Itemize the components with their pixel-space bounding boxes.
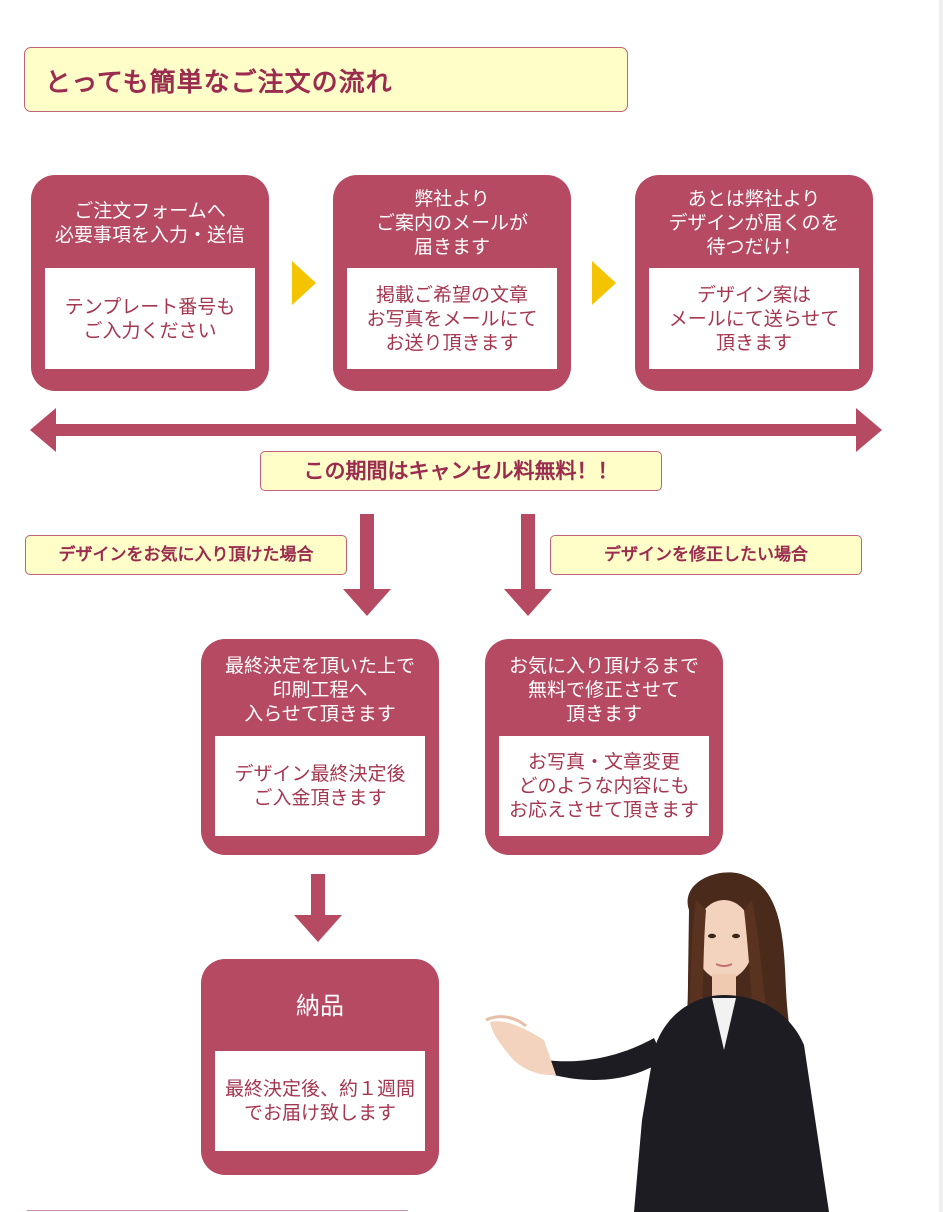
step-free-revision: お気に入り頂けるまで 無料で修正させて 頂きます お写真・文章変更 どのような内… (485, 639, 723, 855)
step-heading: 弊社より ご案内のメールが 届きます (333, 187, 571, 259)
step-heading-text: あとは弊社より デザインが届くのを 待つだけ！ (668, 188, 840, 258)
step-heading: ご注文フォームへ 必要事項を入力・送信 (31, 199, 269, 247)
period-span-arrow-icon (30, 408, 882, 452)
step-note: お写真・文章変更 どのような内容にも お応えさせて頂きます (499, 736, 709, 836)
step-note-text: 最終決定後、約１週間 でお届け致します (224, 1078, 415, 1124)
branch-label-approve-text: デザインをお気に入り頂けた場合 (58, 545, 314, 565)
step-note-text: テンプレート番号も ご入力ください (64, 295, 236, 342)
step-heading-text: 納品 (296, 992, 344, 1020)
step-note-text: 掲載ご希望の文章 お写真をメールにて お送り頂きます (366, 283, 538, 354)
step-delivery: 納品 最終決定後、約１週間 でお届け致します (201, 959, 439, 1175)
step-heading-text: ご注文フォームへ 必要事項を入力・送信 (54, 200, 245, 246)
down-arrow-shaft (521, 514, 535, 590)
branch-label-revise: デザインを修正したい場合 (550, 535, 862, 575)
presenter-woman-image (485, 872, 829, 1212)
down-arrow-icon (504, 589, 552, 616)
step-note-text: デザイン最終決定後 ご入金頂きます (234, 763, 406, 809)
next-arrow-icon (592, 261, 616, 305)
step-heading: 納品 (201, 991, 439, 1021)
step-heading-text: 弊社より ご案内のメールが 届きます (375, 188, 528, 258)
section-title: とっても簡単なご注文の流れ (45, 68, 393, 98)
cancel-free-badge: この期間はキャンセル料無料！！ (260, 451, 662, 491)
step-heading: あとは弊社より デザインが届くのを 待つだけ！ (635, 187, 873, 259)
step-note-text: お写真・文章変更 どのような内容にも お応えさせて頂きます (508, 751, 699, 821)
step-note: 最終決定後、約１週間 でお届け致します (215, 1051, 425, 1151)
step-heading: お気に入り頂けるまで 無料で修正させて 頂きます (485, 654, 723, 726)
step-order-form: ご注文フォームへ 必要事項を入力・送信 テンプレート番号も ご入力ください (31, 175, 269, 391)
step-heading-text: 最終決定を頂いた上で 印刷工程へ 入らせて頂きます (224, 655, 415, 725)
step-heading: 最終決定を頂いた上で 印刷工程へ 入らせて頂きます (201, 654, 439, 726)
down-arrow-shaft (360, 514, 374, 590)
step-receive-design: あとは弊社より デザインが届くのを 待つだけ！ デザイン案は メールにて送らせて… (635, 175, 873, 391)
down-arrow-shaft (311, 874, 325, 916)
step-note: デザイン最終決定後 ご入金頂きます (215, 736, 425, 836)
cancel-free-text: この期間はキャンセル料無料！！ (303, 458, 619, 483)
section-title-box: とっても簡単なご注文の流れ (24, 47, 628, 112)
step-heading-text: お気に入り頂けるまで 無料で修正させて 頂きます (508, 655, 699, 725)
down-arrow-icon (294, 915, 342, 942)
step-note: テンプレート番号も ご入力ください (45, 268, 255, 369)
step-note: 掲載ご希望の文章 お写真をメールにて お送り頂きます (347, 268, 557, 369)
step-note: デザイン案は メールにて送らせて 頂きます (649, 268, 859, 369)
branch-label-approve: デザインをお気に入り頂けた場合 (25, 535, 347, 575)
step-final-print: 最終決定を頂いた上で 印刷工程へ 入らせて頂きます デザイン最終決定後 ご入金頂… (201, 639, 439, 855)
branch-label-revise-text: デザインを修正したい場合 (604, 545, 808, 565)
step-guide-email: 弊社より ご案内のメールが 届きます 掲載ご希望の文章 お写真をメールにて お送… (333, 175, 571, 391)
next-arrow-icon (292, 261, 316, 305)
page-edge (939, 0, 943, 1212)
down-arrow-icon (343, 589, 391, 616)
step-note-text: デザイン案は メールにて送らせて 頂きます (668, 283, 840, 354)
section-divider (27, 1210, 408, 1211)
